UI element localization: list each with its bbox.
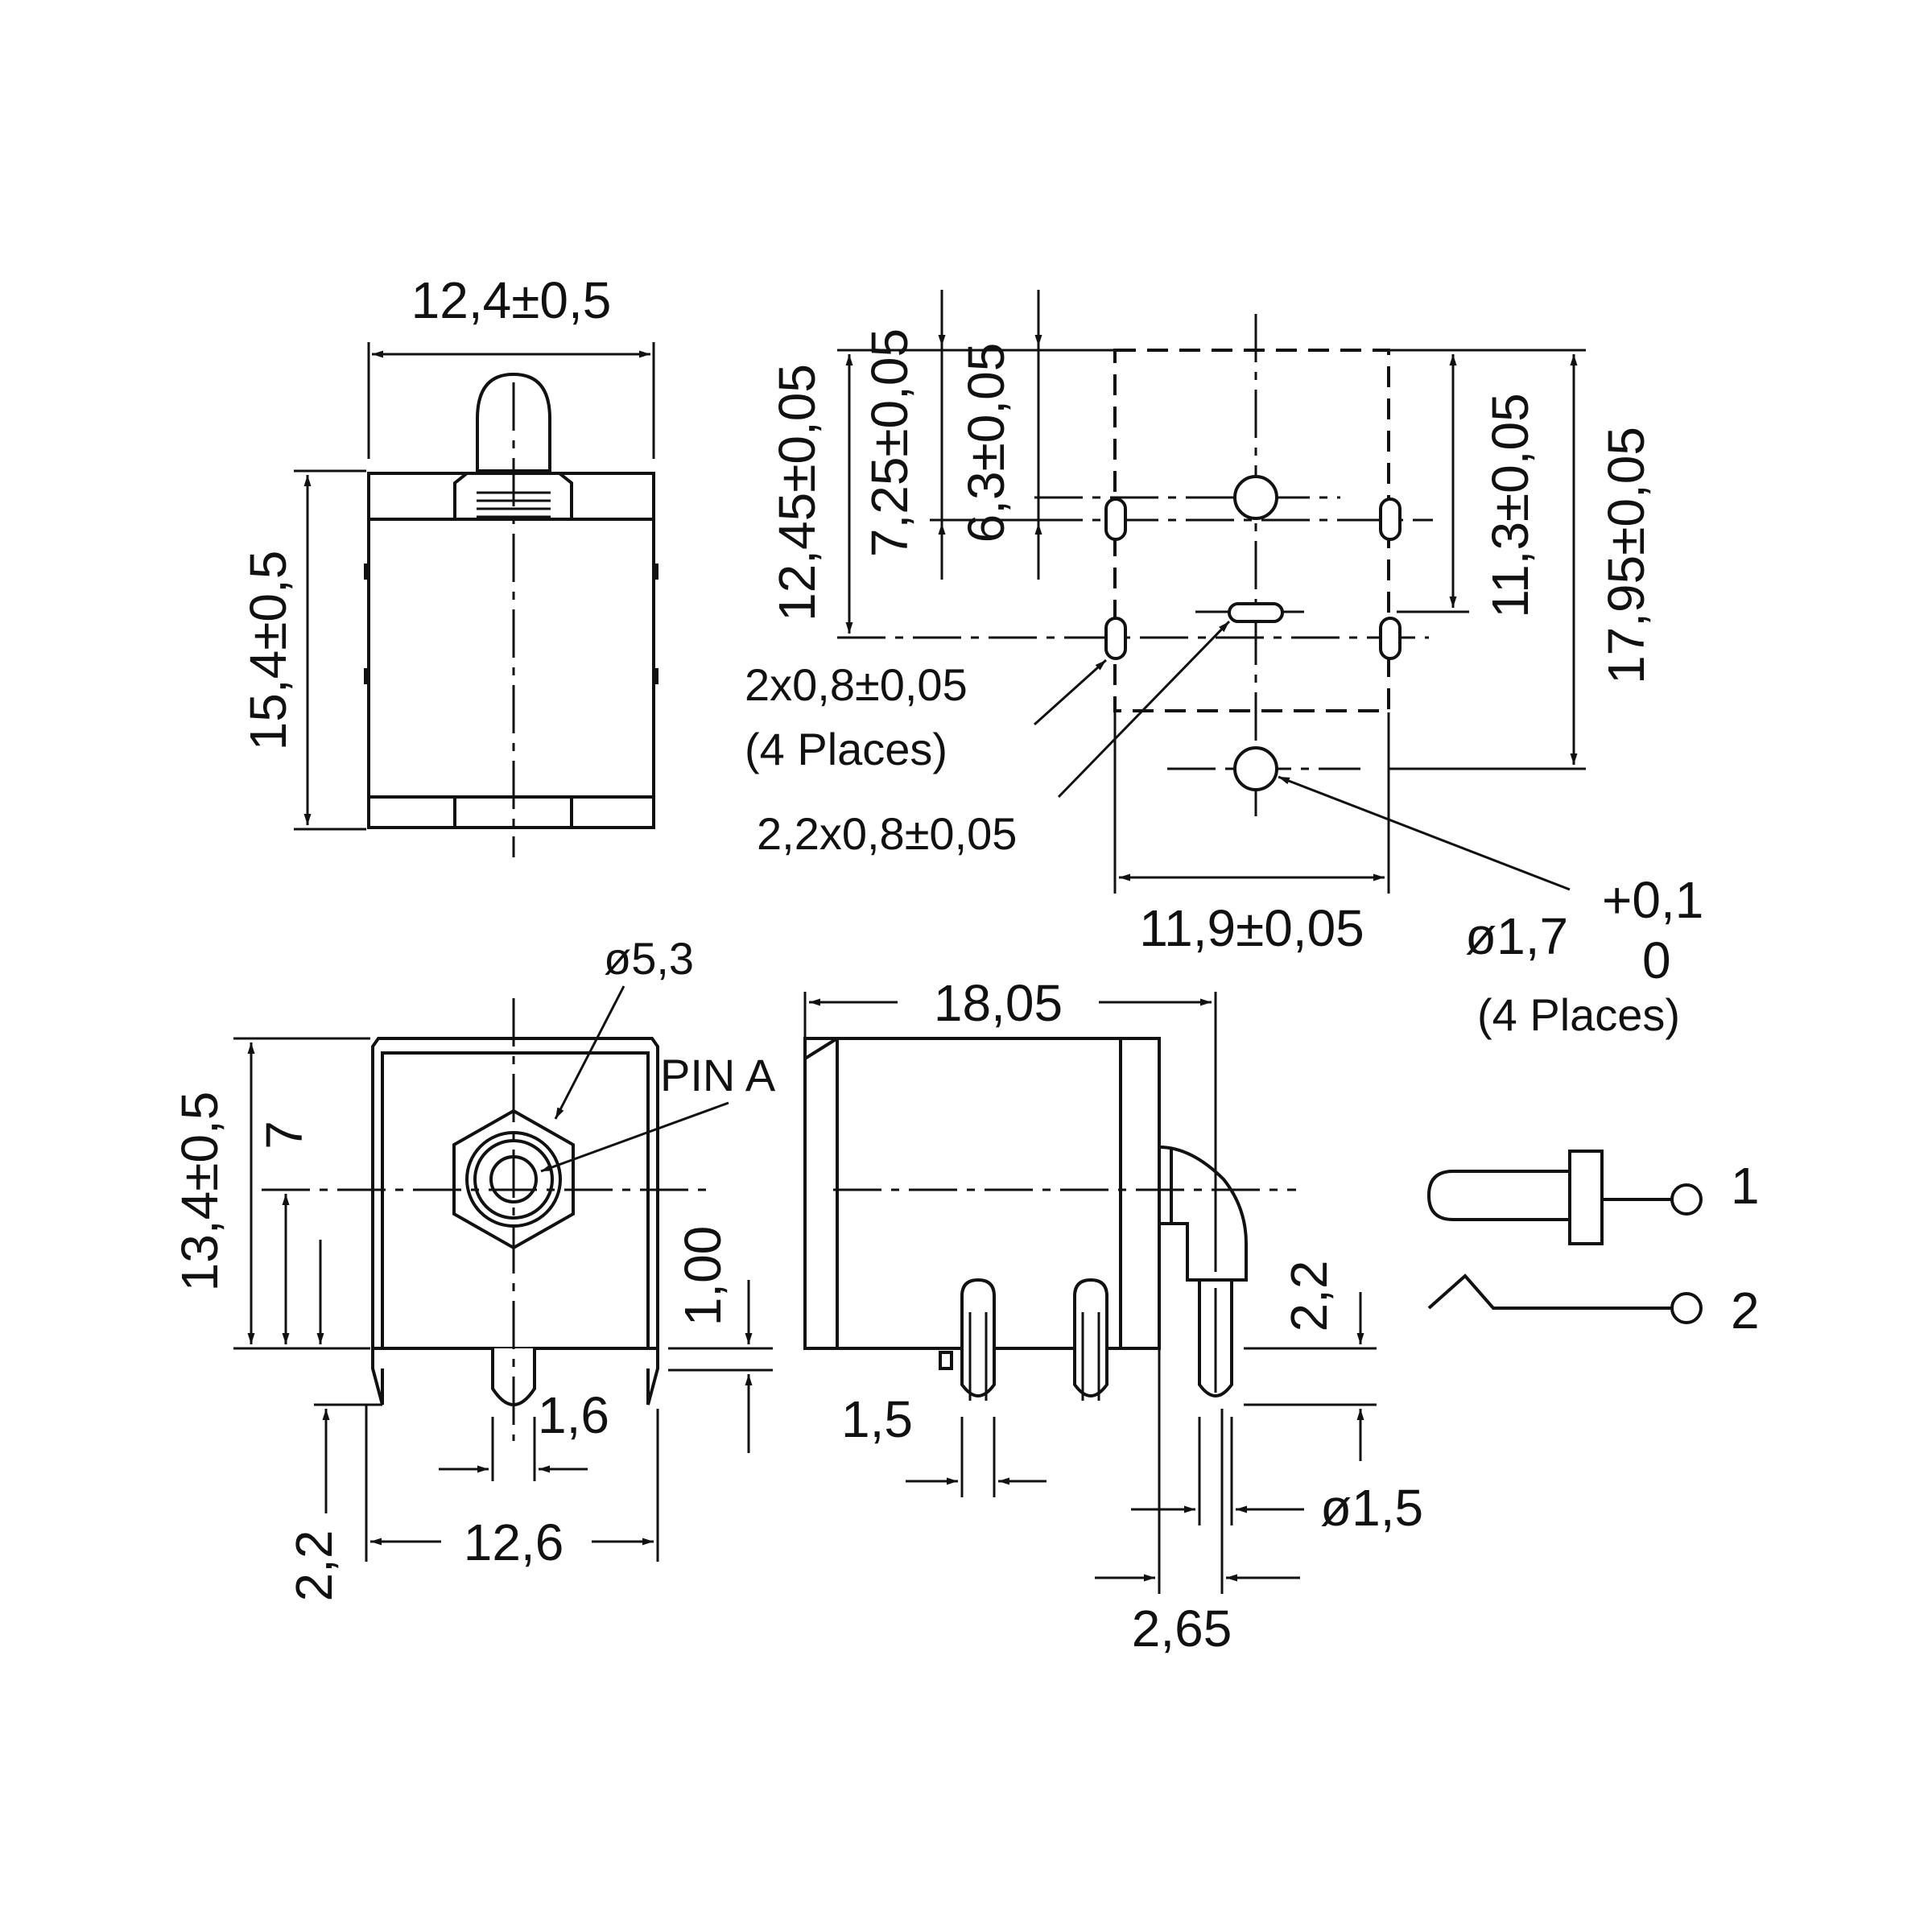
slot-large-label: 2,2x0,8±0,05 xyxy=(757,808,1017,859)
side-pin-length-dim: 2,2 xyxy=(1280,1261,1338,1332)
hole-top xyxy=(1233,475,1278,520)
side-offset-dim: 2,65 xyxy=(1132,1600,1232,1657)
front-pin-length-dim: 2,2 xyxy=(285,1530,343,1602)
top-body xyxy=(367,472,655,829)
slot-small-qty: (4 Places) xyxy=(745,724,947,774)
front-center-dim: 7 xyxy=(255,1121,313,1150)
pin-a-label: PIN A xyxy=(660,1050,776,1100)
dim-11-9: 11,9±0,05 xyxy=(1139,899,1364,957)
side-view: 18,05 1,5 ø1,5 2,65 2,2 xyxy=(803,974,1423,1657)
dim-17-95: 17,95±0,05 xyxy=(1597,427,1655,684)
hole-bottom xyxy=(1233,746,1278,791)
terminal-2 xyxy=(1670,1292,1703,1324)
hex-dia-label: ø5,3 xyxy=(604,933,694,984)
slot-large xyxy=(1228,602,1284,623)
slot-br xyxy=(1379,617,1402,660)
side-length-dim: 18,05 xyxy=(934,974,1063,1032)
top-height-dim: 15,4±0,5 xyxy=(239,551,297,751)
slot-small-label: 2x0,8±0,05 xyxy=(745,659,968,710)
hole-tol-minus: 0 xyxy=(1642,931,1671,989)
plunger-symbol xyxy=(1426,1170,1570,1221)
terminal-2-label: 2 xyxy=(1731,1282,1760,1340)
front-view: ø5,3 PIN A 13,4±0,5 7 1,00 1,6 2,2 12 xyxy=(171,933,776,1601)
slot-bl xyxy=(1104,617,1127,660)
side-connector xyxy=(1158,1145,1248,1282)
pcb-layout: 12,45±0,05 7,25±0,05 6,3±0,05 11,3±0,05 … xyxy=(745,290,1703,1040)
slot-tl xyxy=(1104,497,1127,541)
side-pin-dia-dim: ø1,5 xyxy=(1320,1479,1423,1537)
side-pitch-dim: 1,5 xyxy=(841,1390,913,1448)
dim-7-25: 7,25±0,05 xyxy=(861,328,919,557)
dim-6-3: 6,3±0,05 xyxy=(957,343,1015,543)
front-width-dim: 12,6 xyxy=(464,1513,564,1571)
front-height-dim: 13,4±0,5 xyxy=(171,1092,229,1292)
hole-qty-label: (4 Places) xyxy=(1477,989,1680,1040)
top-view: 12,4±0,5 15,4±0,5 xyxy=(239,271,658,857)
terminal-1-label: 1 xyxy=(1731,1157,1760,1215)
slot-tr xyxy=(1379,497,1402,541)
terminal-1 xyxy=(1670,1183,1703,1216)
hole-dia-label: ø1,7 xyxy=(1465,907,1568,965)
front-offset-dim: 1,00 xyxy=(674,1226,732,1327)
switch-symbol: 1 2 xyxy=(1426,1150,1760,1340)
top-width-dim: 12,4±0,5 xyxy=(411,271,612,329)
front-body xyxy=(371,1037,659,1348)
hole-tol-plus: +0,1 xyxy=(1602,871,1703,929)
dim-11-3: 11,3±0,05 xyxy=(1481,393,1539,618)
dim-12-45: 12,45±0,05 xyxy=(768,364,826,621)
front-pin-width-dim: 1,6 xyxy=(538,1386,609,1444)
